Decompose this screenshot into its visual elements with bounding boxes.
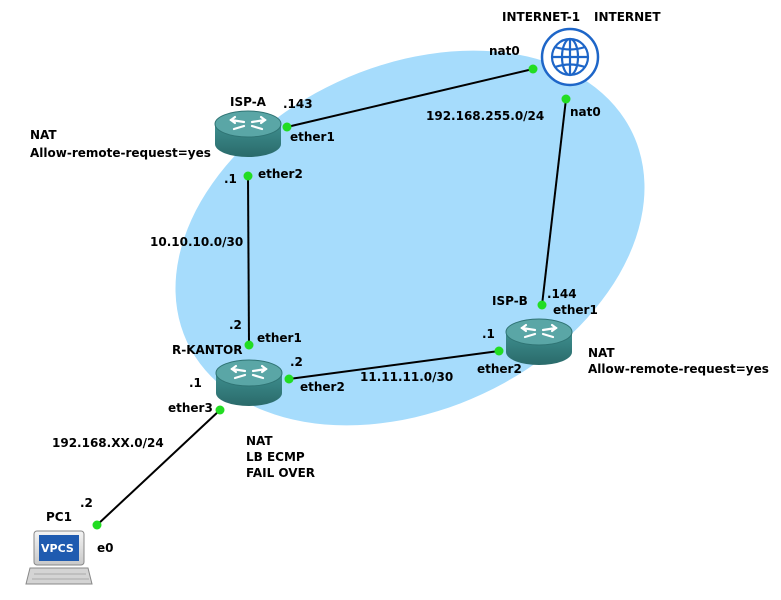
note-line: Allow-remote-request=yes <box>588 362 769 376</box>
router-icon <box>214 110 282 157</box>
r-kantor-router-name: R-KANTOR <box>172 343 242 357</box>
addr-isp-b-ether2: .1 <box>482 327 495 341</box>
isp-a-router-name: ISP-A <box>230 95 267 109</box>
note-line: NAT <box>30 128 57 142</box>
port-dot-internet-nat0-b[interactable] <box>561 94 571 104</box>
port-label-isp-b-ether2: ether2 <box>477 362 522 376</box>
pc1-node[interactable]: VPCS PC1 <box>25 510 93 585</box>
port-labels: nat0 nat0 ether1 ether2 ether1 ether2 et… <box>97 44 601 555</box>
interface-addresses: .143 .1 .144 .1 .2 .2 .1 .2 <box>80 97 577 510</box>
globe-icon <box>550 37 590 77</box>
port-label-pc1-e0: e0 <box>97 541 114 555</box>
internet-node-name: INTERNET-1 <box>502 10 580 24</box>
port-label-internet-nat0-b: nat0 <box>570 105 601 119</box>
note-line: NAT <box>246 434 273 448</box>
addr-isp-a-ether2: .1 <box>224 172 237 186</box>
note-r-kantor: NAT LB ECMP FAIL OVER <box>246 434 315 480</box>
port-label-r-kantor-ether2: ether2 <box>300 380 345 394</box>
router-icon <box>505 318 573 365</box>
link-isp-a-r-kantor[interactable] <box>247 175 250 346</box>
port-label-isp-a-ether1: ether1 <box>290 130 335 144</box>
port-dot-pc1-e0[interactable] <box>92 520 102 530</box>
subnet-isp-a-kantor: 10.10.10.0/30 <box>150 235 243 249</box>
isp-b-router[interactable]: ISP-B <box>492 294 573 365</box>
port-dot-internet-nat0-a[interactable] <box>528 64 538 74</box>
port-label-isp-a-ether2: ether2 <box>258 167 303 181</box>
note-isp-a: NAT Allow-remote-request=yes <box>30 128 211 160</box>
addr-isp-a-ether1: .143 <box>283 97 313 111</box>
link-isp-a-internet[interactable] <box>286 68 534 128</box>
note-line: Allow-remote-request=yes <box>30 146 211 160</box>
port-label-r-kantor-ether1: ether1 <box>257 331 302 345</box>
port-dots <box>92 64 571 530</box>
note-line: NAT <box>588 346 615 360</box>
isp-a-router[interactable]: ISP-A <box>214 95 282 157</box>
subnet-labels: 192.168.255.0/24 10.10.10.0/30 11.11.11.… <box>52 109 544 450</box>
port-label-r-kantor-ether3: ether3 <box>168 401 213 415</box>
addr-pc1-e0: .2 <box>80 496 93 510</box>
subnet-lan: 192.168.XX.0/24 <box>52 436 164 450</box>
r-kantor-router[interactable]: R-KANTOR <box>172 343 283 406</box>
note-isp-b: NAT Allow-remote-request=yes <box>588 346 769 376</box>
port-label-internet-nat0-a: nat0 <box>489 44 520 58</box>
port-dot-isp-a-ether1[interactable] <box>282 122 292 132</box>
subnet-isp-b-kantor: 11.11.11.0/30 <box>360 370 453 384</box>
subnet-internet: 192.168.255.0/24 <box>426 109 544 123</box>
note-line: LB ECMP <box>246 450 305 464</box>
addr-r-kantor-ether1: .2 <box>229 318 242 332</box>
internet-node-caption: INTERNET <box>594 10 661 24</box>
link-r-kantor-pc1[interactable] <box>96 409 221 526</box>
addr-isp-b-ether1: .144 <box>547 287 577 301</box>
port-label-isp-b-ether1: ether1 <box>553 303 598 317</box>
port-dot-isp-b-ether1[interactable] <box>537 300 547 310</box>
links <box>96 68 567 526</box>
port-dot-isp-b-ether2[interactable] <box>494 346 504 356</box>
link-r-kantor-isp-b[interactable] <box>288 350 500 380</box>
addr-r-kantor-ether3: .1 <box>189 376 202 390</box>
isp-b-router-name: ISP-B <box>492 294 528 308</box>
vpcs-computer-icon <box>25 530 93 585</box>
vpcs-badge: VPCS <box>41 542 74 555</box>
internet-node[interactable]: INTERNET-1 INTERNET <box>502 10 661 87</box>
port-dot-r-kantor-ether2[interactable] <box>284 374 294 384</box>
port-dot-r-kantor-ether1[interactable] <box>244 340 254 350</box>
pc1-node-name: PC1 <box>46 510 72 524</box>
router-icon <box>215 359 283 406</box>
note-line: FAIL OVER <box>246 466 315 480</box>
port-dot-isp-a-ether2[interactable] <box>243 171 253 181</box>
addr-r-kantor-ether2: .2 <box>290 355 303 369</box>
link-internet-isp-b[interactable] <box>541 98 567 306</box>
port-dot-r-kantor-ether3[interactable] <box>215 405 225 415</box>
